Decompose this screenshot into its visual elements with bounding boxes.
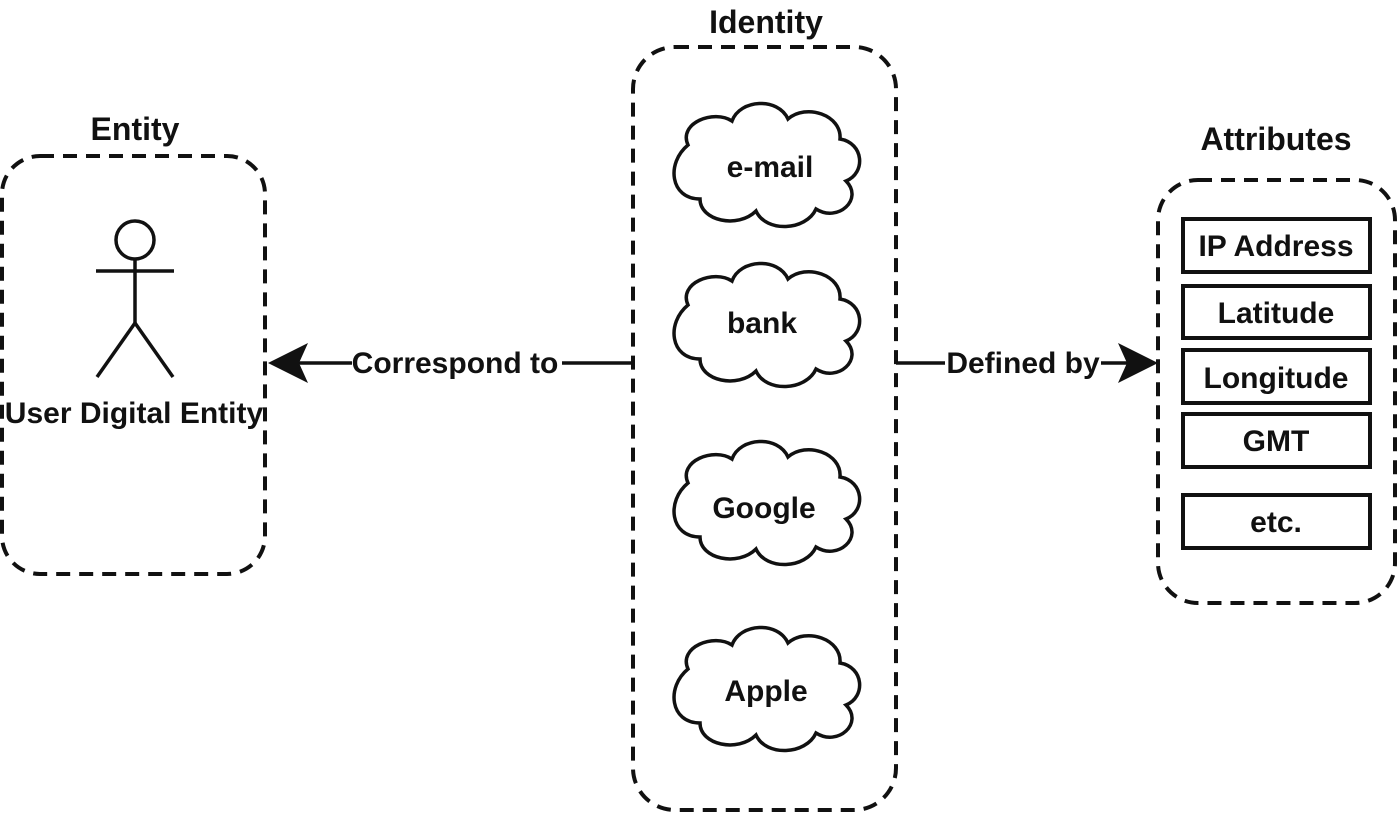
attributes-container [1156, 178, 1397, 605]
attributes-title: Attributes [1200, 121, 1351, 157]
cloud-bank: bank [672, 261, 862, 389]
attribute-label: Latitude [1218, 297, 1335, 330]
cloud-label: Apple [724, 675, 807, 708]
entity-container [0, 154, 267, 576]
entity-group: Entity User Digital Entity [0, 111, 267, 576]
identity-group: Identity e-mail bank Google Apple [631, 4, 898, 812]
cloud-google: Google [672, 439, 862, 567]
attribute-box-etc [1181, 493, 1372, 550]
attribute-label: GMT [1243, 425, 1310, 458]
stick-figure-user-icon [95, 219, 175, 379]
identity-container [631, 45, 898, 812]
entity-label: User Digital Entity [5, 397, 264, 430]
attribute-box-gmt [1181, 412, 1372, 469]
attributes-group: Attributes IP Address Latitude Longitude… [1156, 121, 1397, 605]
cloud-email: e-mail [672, 101, 862, 229]
cloud-label: bank [727, 307, 797, 340]
attribute-label: IP Address [1198, 230, 1353, 263]
correspond-to-connector: Correspond to [268, 343, 633, 383]
attribute-box-ip-address [1181, 217, 1372, 274]
arrow-right-icon [1118, 343, 1158, 383]
attribute-label: etc. [1250, 506, 1302, 539]
cloud-label: e-mail [727, 151, 814, 184]
defined-by-connector: Defined by [896, 343, 1158, 383]
attribute-box-longitude [1181, 348, 1372, 405]
arrow-left-icon [268, 343, 308, 383]
identity-title: Identity [709, 4, 823, 40]
correspond-to-label: Correspond to [352, 347, 559, 380]
entity-title: Entity [91, 111, 180, 147]
cloud-label: Google [712, 492, 815, 525]
attribute-box-latitude [1181, 284, 1372, 340]
defined-by-label: Defined by [946, 347, 1100, 380]
attribute-label: Longitude [1204, 362, 1349, 395]
cloud-apple: Apple [672, 625, 862, 753]
